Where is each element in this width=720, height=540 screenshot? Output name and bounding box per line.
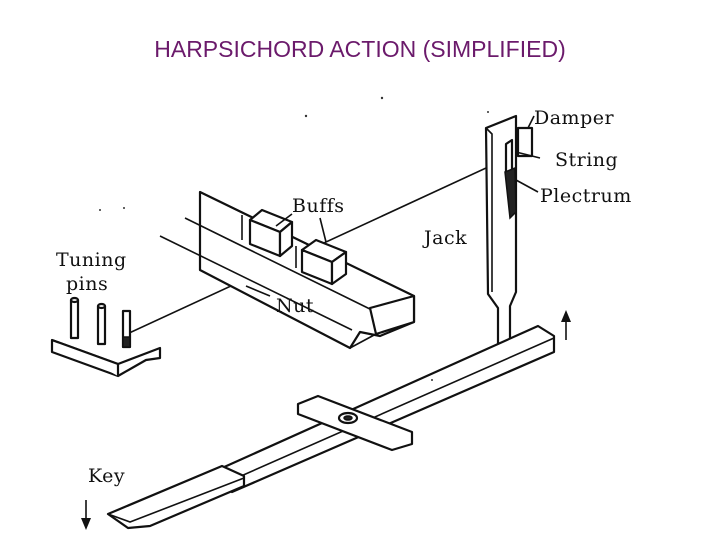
label-key: Key [88, 465, 125, 487]
label-pins: pins [66, 273, 108, 295]
label-buffs: Buffs [292, 195, 345, 217]
tuning-pin-block [50, 296, 162, 378]
label-plectrum: Plectrum [540, 185, 632, 207]
label-nut: Nut [276, 295, 314, 317]
label-tuning: Tuning [56, 249, 127, 271]
key-lever [106, 324, 556, 530]
down-arrow-icon [81, 500, 91, 530]
damper [516, 126, 534, 158]
tuning-pin [69, 298, 80, 340]
label-string: String [555, 149, 618, 171]
page-title: HARPSICHORD ACTION (SIMPLIFIED) [154, 36, 566, 62]
nut-rail [159, 190, 416, 350]
jack [484, 114, 534, 346]
buffs [241, 208, 348, 286]
plectrum [504, 166, 517, 220]
label-damper: Damper [534, 107, 614, 129]
tuning-pin [96, 304, 107, 346]
label-jack: Jack [422, 227, 467, 249]
up-arrow-icon [561, 310, 571, 340]
